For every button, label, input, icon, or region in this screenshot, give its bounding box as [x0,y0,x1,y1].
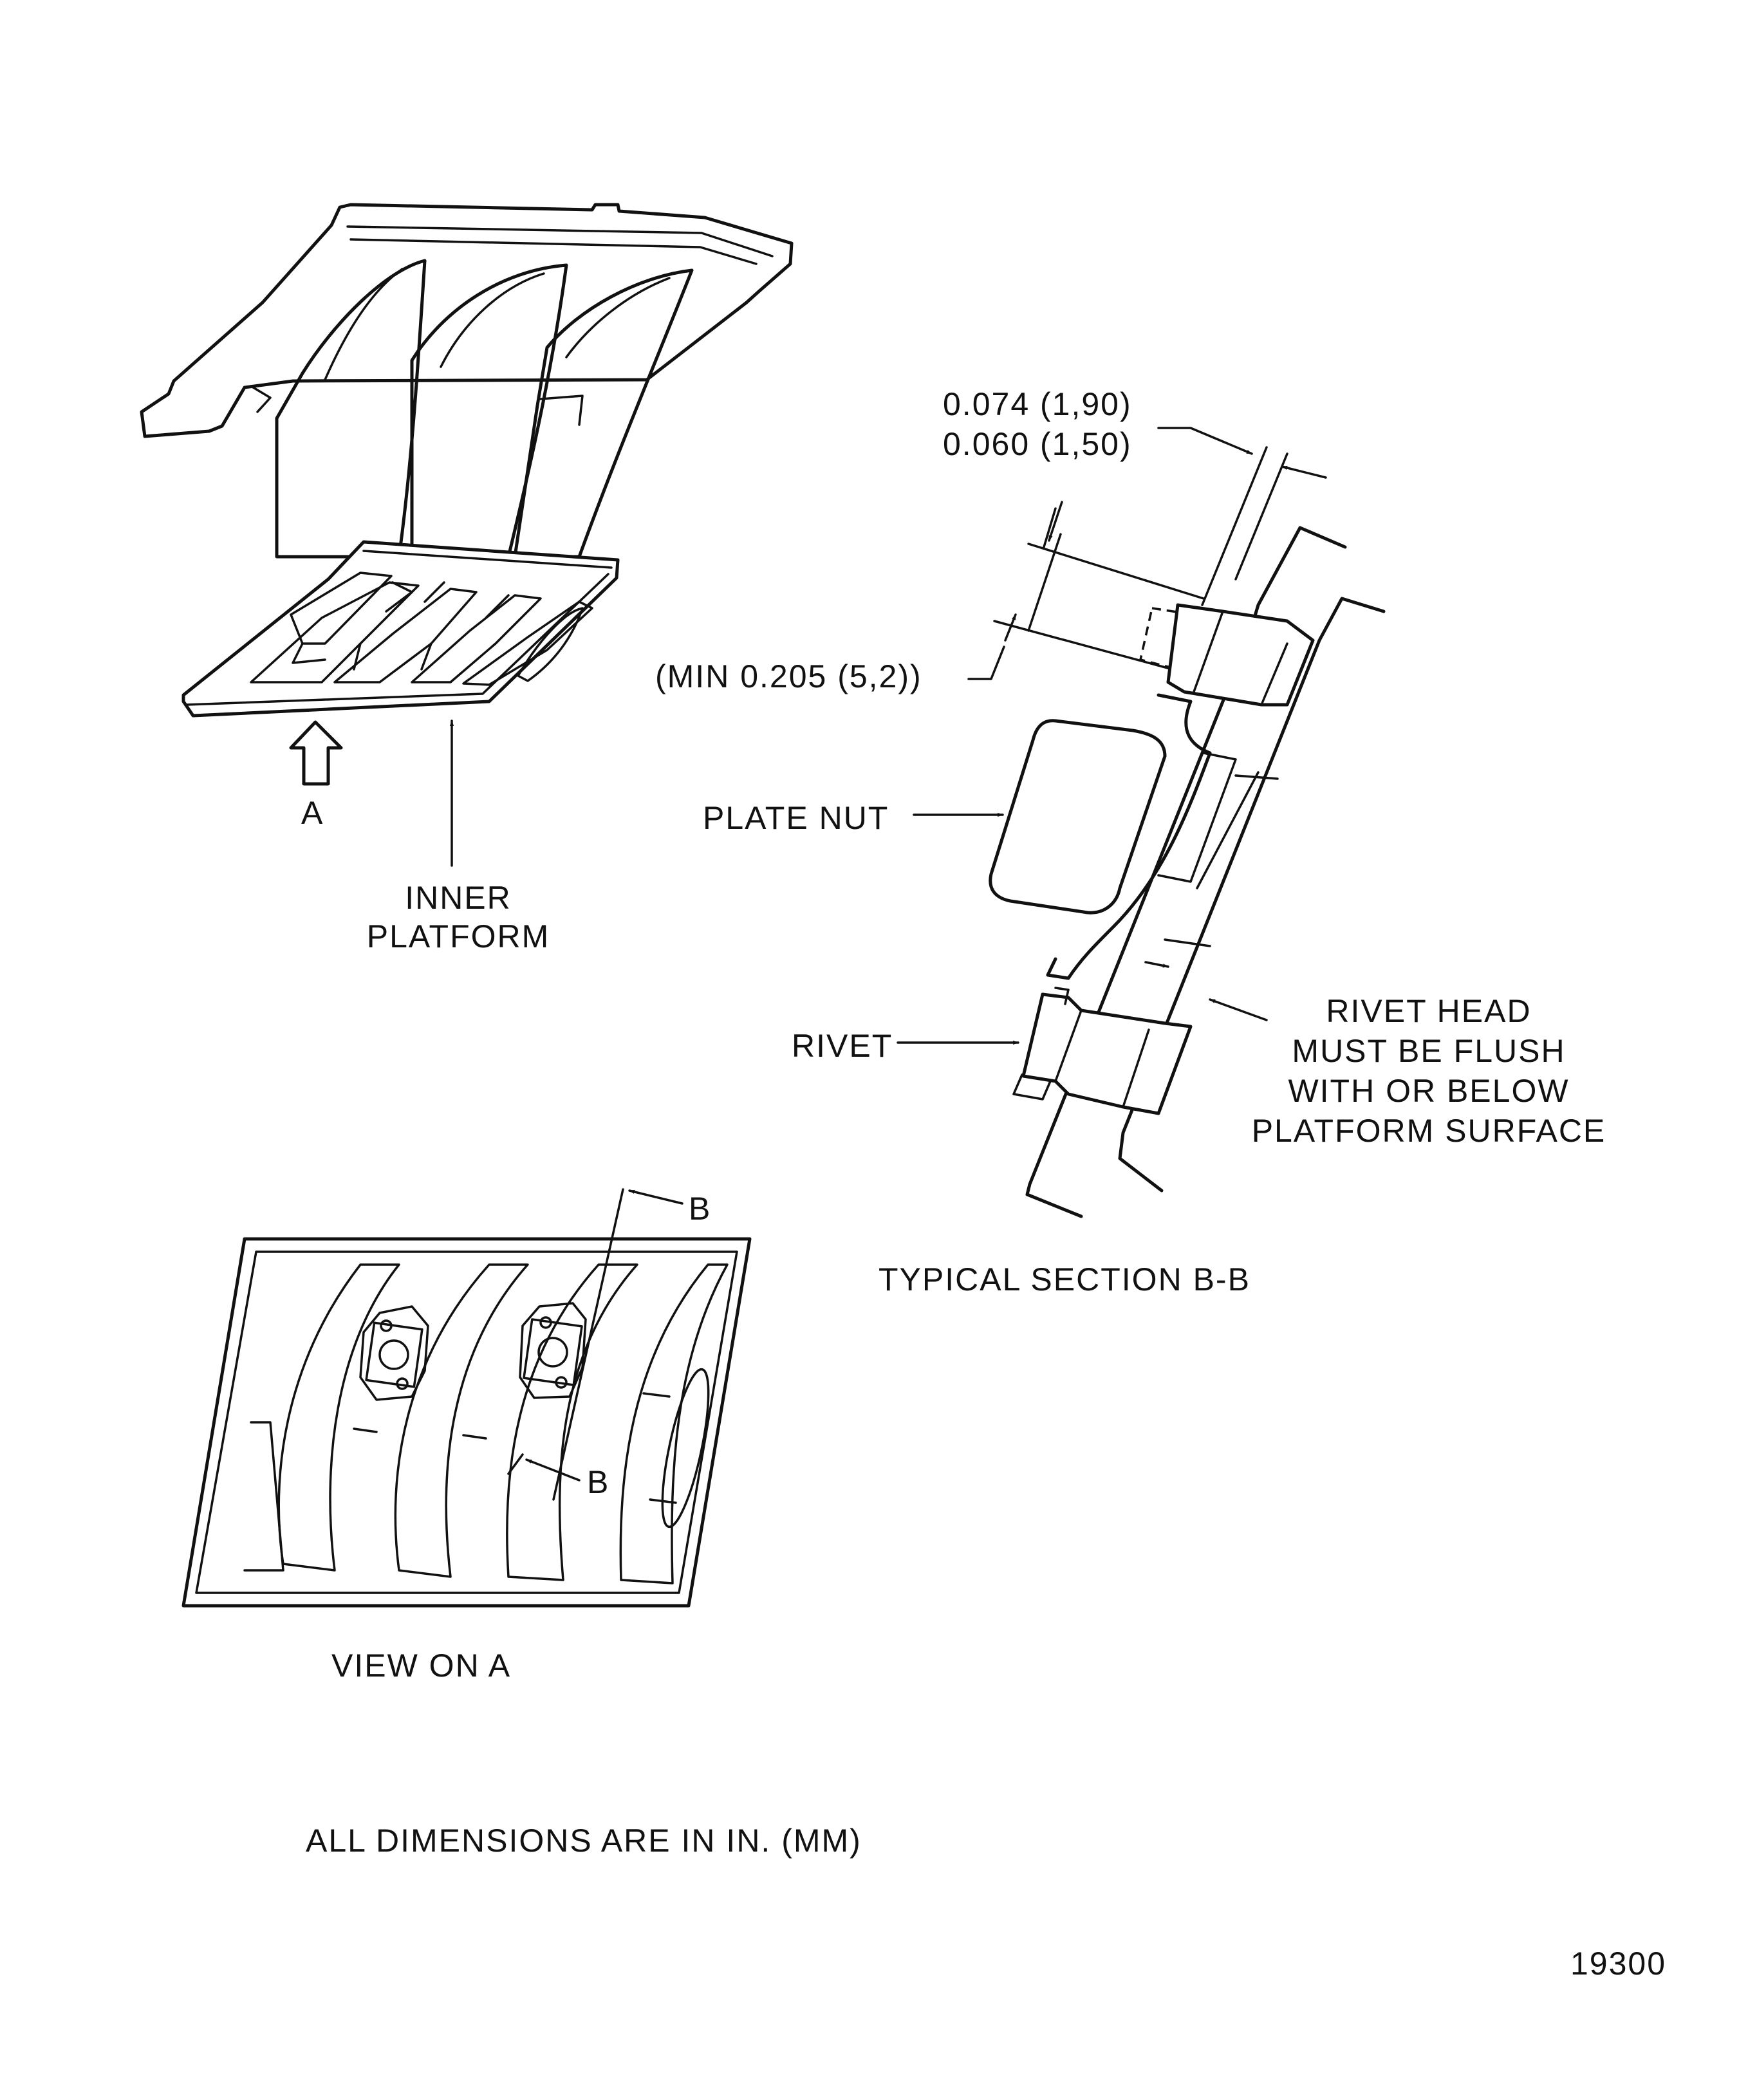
min-dim-leader [967,646,1005,680]
rivet-note-line3: WITH OR BELOW [1288,1073,1569,1109]
rivet-bottom [1021,992,1193,1115]
view-arrow-label: A [301,795,324,831]
up-arrow-icon [289,720,343,786]
fastener-hole-left [378,1339,409,1370]
view-a-plate [181,1237,752,1608]
pocket-right [519,1302,587,1399]
figure-number: 19300 [1570,1946,1666,1982]
view-arrow-a: A [289,720,343,831]
dim-upper-label: 0.074 (1,90) [943,386,1132,422]
vane-2 [410,263,568,559]
view-title: VIEW ON A [331,1648,511,1684]
min-dim-label: (MIN 0.205 (5,2)) [655,658,922,694]
rib-1 [277,1263,400,1572]
fastener-hole-right [537,1337,568,1368]
rib-4 [619,1263,729,1584]
pocket-left [359,1305,429,1401]
rivet-top-dashed [1139,607,1196,671]
plate-nut [989,719,1167,915]
vane-segment-isometric [140,203,794,718]
plate-nut-flange [1046,693,1212,980]
outer-platform [140,203,794,438]
section-marker-top: B [689,1191,711,1227]
section-arrow-top [628,1189,683,1205]
inner-platform-label-line1: INNER [405,880,512,916]
inner-platform-label-line2: PLATFORM [367,918,550,954]
units-note: ALL DIMENSIONS ARE IN IN. (MM) [306,1823,862,1859]
rib-3 [506,1263,638,1581]
rivet-top [1166,603,1315,707]
rivet-note-line2: MUST BE FLUSH [1292,1033,1565,1069]
section-title: TYPICAL SECTION B-B [879,1261,1250,1297]
flush-leader-right [1209,998,1268,1021]
lightening-slot [661,1368,710,1529]
section-b-b: 0.074 (1,90) 0.060 (1,50) (MIN 0.205 (5,… [655,386,1606,1297]
vane-1 [275,259,427,559]
flush-leader-left [1144,961,1169,968]
section-arrow-bottom [525,1458,581,1482]
platform-inner-line [1118,597,1386,1193]
rivet-label: RIVET [792,1028,893,1064]
rivet-note-line4: PLATFORM SURFACE [1252,1113,1606,1149]
plate-nut-label: PLATE NUT [703,800,889,836]
dim-lower-label: 0.060 (1,50) [943,426,1132,462]
dim-leader-left [1157,427,1253,455]
rivet-note-line1: RIVET HEAD [1326,993,1531,1029]
rib-2 [394,1263,529,1578]
view-on-a: B B VIEW ON A [181,1188,752,1684]
dim-leader-right [1281,465,1327,479]
section-marker-bottom: B [587,1464,609,1500]
